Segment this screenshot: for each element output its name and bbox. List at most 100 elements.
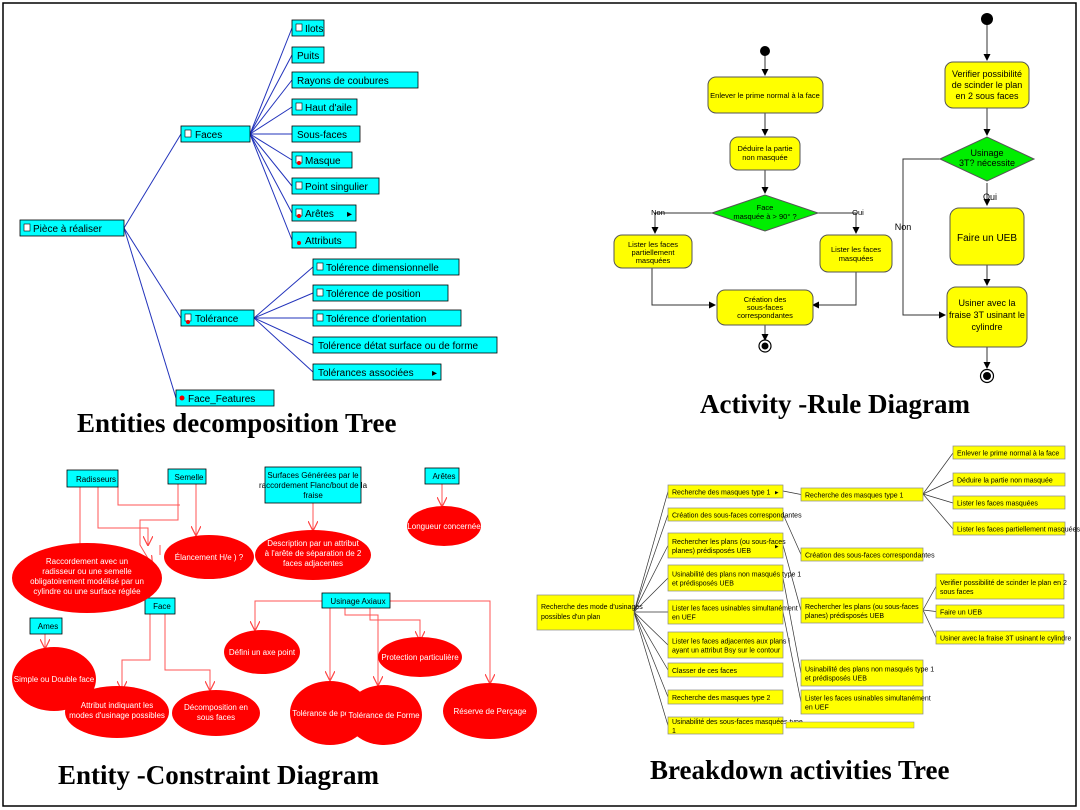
- breakdown-node-label: Enlever le prime normal à la face: [957, 451, 1059, 458]
- tree-node-face-features[interactable]: Face_Features: [175, 389, 275, 407]
- breakdown-node-label: Lister les faces adjacentes aux plans i: [672, 639, 790, 646]
- document-icon: [295, 23, 303, 32]
- tree-node-tolerance[interactable]: Tolérance: [180, 309, 255, 327]
- breakdown-col1-item[interactable]: Usinabilité des plans non masqués type 1…: [667, 564, 801, 592]
- tree-node-face-child[interactable]: Ilots: [291, 19, 325, 37]
- breakdown-col3b-item[interactable]: Usiner avec la fraise 3T usinant le cyli…: [935, 630, 1071, 645]
- tree-node-tolerance-child[interactable]: Tolérances associées▸: [312, 363, 442, 381]
- end-node-icon: [979, 368, 995, 384]
- document-icon: [23, 223, 31, 232]
- entity-aretes[interactable]: Arêtes: [424, 467, 460, 485]
- constraint-protection[interactable]: Protection particulière: [378, 637, 462, 677]
- tree-node-faces[interactable]: Faces: [180, 125, 251, 143]
- svg-text:Défini un axe point: Défini un axe point: [229, 648, 296, 657]
- tree-node-face-child[interactable]: Rayons de coubures: [291, 71, 419, 89]
- breakdown-col1-item[interactable]: Lister les faces adjacentes aux plans i a…: [667, 631, 790, 659]
- tree-node-tolerance-child[interactable]: Tolérence détat surface ou de forme: [312, 336, 498, 354]
- activity-lister-partiellement[interactable]: Lister les faces partiellement masquées: [613, 234, 693, 269]
- svg-text:Face: Face: [757, 203, 774, 212]
- breakdown-col1-item[interactable]: Classer de ces faces: [667, 662, 784, 678]
- tree-node-face-child[interactable]: Haut d'aile: [291, 98, 358, 116]
- guard-oui: Oui: [852, 208, 864, 217]
- breakdown-col3a-item[interactable]: Lister les faces partiellement masquées: [952, 521, 1080, 536]
- breakdown-col1-item[interactable]: Usinabilité des sous-faces masquées type…: [667, 716, 803, 735]
- breakdown-col1-item[interactable]: Création des sous-faces correspondantes: [667, 507, 802, 522]
- breakdown-col2-item[interactable]: Création des sous-faces correspondantes: [800, 547, 935, 562]
- breakdown-col2-item[interactable]: Lister les faces usinables simultanément…: [800, 689, 931, 715]
- activity-creation-sous-faces[interactable]: Création des sous-faces correspondantes: [716, 289, 814, 326]
- tree-node-label: Face_Features: [188, 394, 255, 405]
- tree-node-label: Point singulier: [305, 182, 368, 193]
- constraint-attribut-modes[interactable]: Attribut indiquant les modes d'usinage p…: [65, 686, 169, 738]
- breakdown-col2-item[interactable]: Usinabilité des plans non masqués type 1…: [800, 659, 934, 687]
- tree-node-face-child[interactable]: Sous-faces: [291, 125, 361, 143]
- svg-text:Lister les faces: Lister les faces: [628, 240, 678, 249]
- constraint-reserve-percage[interactable]: Réserve de Perçage: [443, 683, 537, 739]
- svg-text:Création des: Création des: [744, 295, 787, 304]
- constraint-decomposition[interactable]: Décomposition en sous faces: [172, 690, 260, 736]
- constraint-description-attribut[interactable]: Description par un attribut à l'arête de…: [255, 530, 371, 580]
- breakdown-col1-item[interactable]: Recherche des masques type 2: [667, 689, 784, 705]
- constraint-simple-double[interactable]: Simple ou Double face: [12, 647, 96, 711]
- breakdown-node-label: Usinabilité des sous-faces masquées type: [672, 719, 803, 726]
- breakdown-node-label: Rechercher les plans (ou sous-faces: [805, 604, 919, 611]
- breakdown-node-label: Recherche des masques type 2: [672, 695, 771, 702]
- activity-usiner-fraise[interactable]: Usiner avec la fraise 3T usinant le cyli…: [946, 286, 1028, 348]
- breakdown-node-label: Classer de ces faces: [672, 668, 737, 675]
- breakdown-col3b-item[interactable]: Verifier possibilité de scinder le plan …: [935, 573, 1067, 600]
- breakdown-col3a-item[interactable]: Enlever le prime normal à la face: [952, 445, 1066, 460]
- tree-node-label: Tolérance: [195, 314, 239, 325]
- breakdown-col2-item[interactable]: Recherche des masques type 1: [800, 487, 924, 502]
- tree-node-face-child[interactable]: Point singulier: [291, 177, 380, 195]
- breakdown-col1-item[interactable]: Rechercher les plans (ou sous-facesplane…: [667, 532, 786, 559]
- constraint-tolerance-forme[interactable]: Tolérance de Forme: [346, 685, 422, 745]
- activity-faire-ueb[interactable]: Faire un UEB: [949, 207, 1025, 266]
- activity-lister-masquees[interactable]: Lister les faces masquées: [819, 234, 893, 273]
- svg-text:Ames: Ames: [38, 622, 58, 631]
- breakdown-col1-item[interactable]: Recherche des masques type 1▸: [667, 484, 784, 499]
- tree-node-face-child[interactable]: Puits: [291, 46, 325, 64]
- constraint-raccordement[interactable]: Raccordement avec un radisseur ou une se…: [12, 543, 162, 613]
- breakdown-col1-item[interactable]: Lister les faces usinables simultanément…: [667, 599, 798, 625]
- breakdown-col3a-item[interactable]: Déduire la partie non masquée: [952, 472, 1066, 487]
- svg-text:Enlever le prime normal à la f: Enlever le prime normal à la face: [710, 91, 820, 100]
- tree-node-label: Tolérence de position: [326, 289, 421, 300]
- tree-node-tolerance-child[interactable]: Tolérence dimensionnelle: [312, 258, 460, 276]
- breakdown-node-label: Déduire la partie non masquée: [957, 478, 1053, 485]
- tree-node-label: Tolérence détat surface ou de forme: [318, 341, 479, 352]
- decision-usinage-3t[interactable]: Usinage 3T? nécessite: [938, 136, 1036, 182]
- activity-verifier-possibilite[interactable]: Verifier possibilité de scinder le plan …: [944, 61, 1030, 109]
- constraint-tolerance-position[interactable]: Tolérance de position: [290, 681, 370, 745]
- decision-face-masquee[interactable]: Face masquée à > 90° ?: [710, 194, 820, 232]
- constraint-elancement[interactable]: Élancement H/e ) ?: [164, 535, 254, 579]
- breakdown-col3a-item[interactable]: Lister les faces masquées: [952, 495, 1066, 510]
- entity-ames[interactable]: Ames: [29, 617, 63, 635]
- tree-node-tolerance-child[interactable]: Tolérence d'orientation: [312, 309, 462, 327]
- breakdown-node-label: Usiner avec la fraise 3T usinant le cyli…: [940, 636, 1071, 643]
- breakdown-col3b-item[interactable]: Faire un UEB: [935, 604, 1065, 619]
- tree-node-face-child[interactable]: Arêtes▸: [291, 204, 357, 222]
- breakdown-col2-item[interactable]: Rechercher les plans (ou sous-facesplane…: [800, 597, 924, 624]
- breakdown-node-label: ayant un attribut Bsy sur le contour: [672, 648, 781, 655]
- tree-node-face-child[interactable]: Attributs: [291, 231, 357, 249]
- svg-text:faces adjacentes: faces adjacentes: [283, 559, 343, 568]
- constraint-defini-axe[interactable]: Défini un axe point: [224, 630, 300, 674]
- entity-face[interactable]: Face: [144, 597, 176, 615]
- tree-node-label: Puits: [297, 51, 319, 62]
- tree-node-face-child[interactable]: Masque: [291, 151, 353, 169]
- tree-node-root[interactable]: Pièce à réaliser: [19, 219, 125, 237]
- entity-semelle[interactable]: Semelle: [167, 468, 207, 485]
- document-icon: [316, 262, 324, 271]
- entity-surfaces-generees[interactable]: Surfaces Générées par le raccordement Fl…: [259, 466, 368, 504]
- tree-node-tolerance-child[interactable]: Tolérence de position: [312, 284, 449, 302]
- entity-usinage-axiaux[interactable]: Usinage Axiaux: [321, 592, 391, 609]
- svg-text:Description par un attribut: Description par un attribut: [267, 539, 359, 548]
- constraint-longueur[interactable]: Longueur concernée: [407, 506, 481, 546]
- entity-radisseurs[interactable]: Radisseurs: [66, 469, 119, 488]
- svg-text:cylindre ou une surface réglée: cylindre ou une surface réglée: [33, 587, 141, 596]
- activity-deduire-partie[interactable]: Déduire la partie non masquée: [729, 136, 801, 171]
- expand-arrow-icon: ▸: [775, 544, 779, 551]
- breakdown-root[interactable]: Recherche des mode d'usinages possibles …: [536, 594, 643, 631]
- activity-enlever-prime[interactable]: Enlever le prime normal à la face: [707, 76, 824, 114]
